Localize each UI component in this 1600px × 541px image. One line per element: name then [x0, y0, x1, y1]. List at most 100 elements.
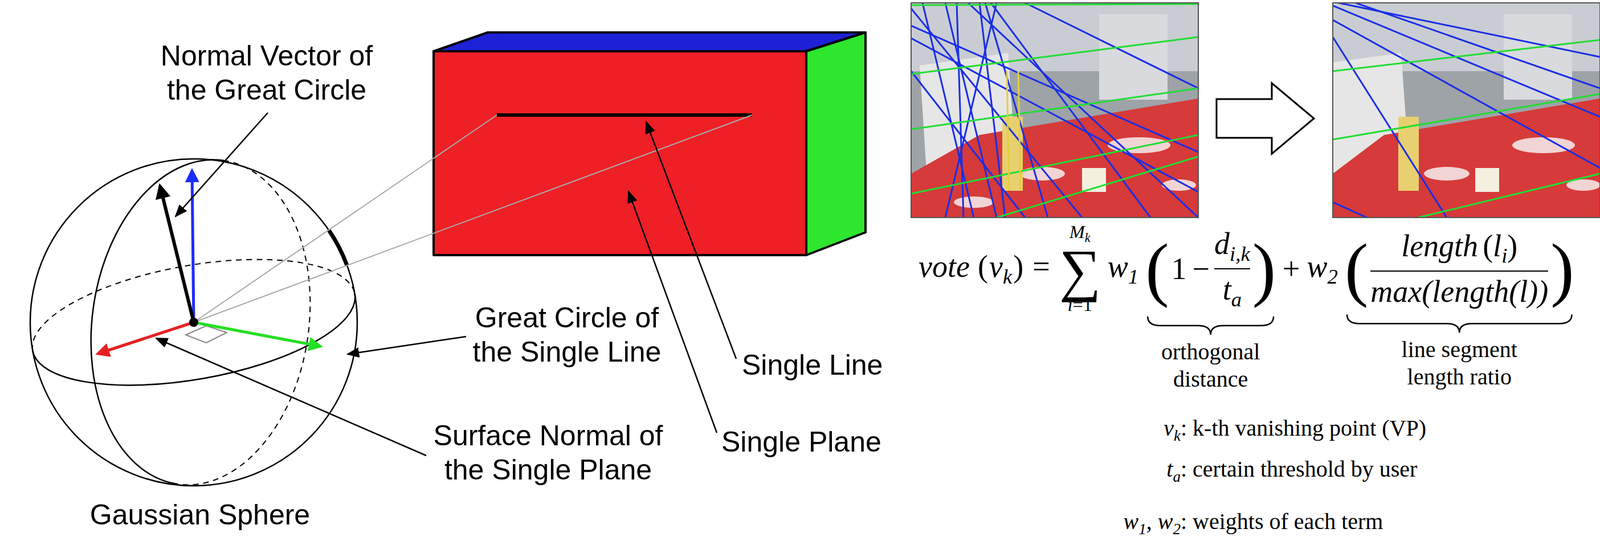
formula-symbol: w: [1307, 249, 1328, 284]
drawing-part: [1018, 71, 1021, 191]
formula-run: +: [1282, 250, 1300, 288]
big-parenthesis: (: [1145, 233, 1169, 305]
formula-symbol: max(length(l)): [1370, 274, 1549, 309]
drawing-part: [911, 3, 1199, 218]
formula-symbol: 1: [1128, 264, 1139, 289]
big-parenthesis: (: [1344, 233, 1369, 305]
box-top-face: [433, 32, 866, 52]
formula-run: vk: [1163, 414, 1181, 446]
line-projection-arc: [328, 230, 348, 266]
underbrace: [1147, 316, 1274, 336]
formula-symbol: v: [989, 249, 1003, 284]
drawing-part: [996, 156, 1199, 218]
formula-run: 1−: [1171, 250, 1212, 288]
box-3d: [433, 32, 866, 256]
formula-run: Mk: [1069, 222, 1091, 246]
term-group: (1−di,kta): [1145, 225, 1276, 313]
equator-front: [32, 294, 365, 407]
axis-blue: [192, 170, 194, 323]
projection-ray: [193, 115, 753, 323]
drawing-part: [911, 2, 1199, 218]
formula-run: ta: [1222, 271, 1242, 313]
drawing-part: [911, 98, 1199, 218]
formula-run: w1,w2: [1123, 508, 1181, 539]
callout-label: Single Plane: [721, 425, 882, 460]
formula-symbol: 1: [1171, 251, 1187, 287]
formula-symbol: v: [1163, 415, 1174, 442]
brace-label: orthogonal distance: [1136, 338, 1285, 394]
drawing-part: [911, 88, 1199, 130]
drawing-part: [1332, 2, 1600, 218]
fraction: di,k ta: [1214, 225, 1251, 313]
drawing-part: [1332, 2, 1600, 218]
formula-symbol: 2: [1172, 520, 1181, 538]
photo-before: [911, 2, 1199, 218]
formula-run: i=1: [1067, 295, 1093, 316]
formula-symbol: t: [1222, 272, 1232, 307]
definition-row: w1,w2: weights of each term: [1066, 508, 1383, 539]
formula-symbol: i: [1067, 294, 1073, 316]
projection-ray: [193, 115, 497, 323]
drawing-part: [979, 2, 1006, 218]
definition-row: vk: k-th vanishing point (VP): [1066, 414, 1427, 446]
underbrace: [1347, 314, 1573, 333]
drawing-part: [1338, 2, 1600, 57]
photo-after: [1309, 2, 1600, 218]
leader-line: [646, 121, 737, 359]
drawing-part: [956, 2, 964, 218]
fraction-bar: [1370, 270, 1549, 272]
definition-symbol: w1,w2: [1066, 508, 1181, 539]
formula-symbol: length: [1401, 229, 1479, 264]
formula-symbol: w: [1123, 508, 1139, 535]
definition-text: : weights of each term: [1180, 508, 1383, 539]
definition-row: ta: certain threshold by user: [1066, 455, 1418, 487]
formula-run: ta: [1166, 455, 1181, 487]
formula-symbol: ,: [1146, 508, 1153, 535]
callout-label: Normal Vector of the Great Circle: [147, 38, 387, 108]
fraction-bar: [1214, 268, 1251, 270]
formula-symbol: ): [1507, 229, 1518, 264]
leader-lines: [156, 112, 737, 456]
great-circle-front: [70, 145, 224, 485]
formula-symbol: a: [1172, 468, 1181, 486]
formula-symbol: i,k: [1229, 242, 1251, 266]
leader-line: [347, 336, 467, 355]
leader-line: [156, 338, 427, 456]
callout-label: Surface Normal of the Single Plane: [419, 418, 677, 488]
callout-label: Single Line: [741, 348, 883, 383]
formula-run: w1: [1107, 248, 1139, 290]
box-side-face: [806, 32, 866, 256]
formula-symbol: w: [1157, 508, 1174, 535]
formula-symbol: d: [1214, 226, 1230, 261]
single-line-segment: [496, 113, 753, 117]
drawing-part: [911, 2, 1199, 218]
formula-symbol: =: [1032, 249, 1050, 284]
drawing-part: [1025, 2, 1199, 89]
drawing-part: [1332, 39, 1600, 72]
drawing-part: [911, 71, 1026, 218]
drawing-part: [968, 2, 1199, 218]
formula-run: vote(vk)=: [918, 248, 1053, 290]
sphere-center: [189, 317, 199, 328]
drawing-part: [1475, 168, 1500, 193]
drawing-part: [1332, 202, 1367, 218]
callout-label: Great Circle of the Single Line: [464, 300, 670, 370]
formula-symbol: vote: [918, 249, 970, 284]
formula-symbol: w: [1107, 249, 1129, 284]
sphere-outline: [30, 158, 358, 487]
formula-symbol: 2: [1327, 264, 1338, 289]
summation: Mk∑i=1: [1059, 222, 1101, 316]
drawing-part: [985, 2, 1048, 218]
formula-symbol: l: [1492, 229, 1502, 264]
equator-back: [22, 238, 355, 351]
drawing-part: [911, 37, 1199, 75]
formula-symbol: =: [1072, 294, 1084, 316]
formula-symbol: (: [1482, 229, 1493, 264]
formula-symbol: t: [1166, 456, 1173, 483]
drawing-part: [1418, 173, 1600, 218]
drawing-part: [1332, 94, 1600, 140]
great-circle: [70, 145, 331, 500]
drawing-part: [911, 3, 1199, 6]
definition-text: : certain threshold by user: [1180, 455, 1418, 487]
